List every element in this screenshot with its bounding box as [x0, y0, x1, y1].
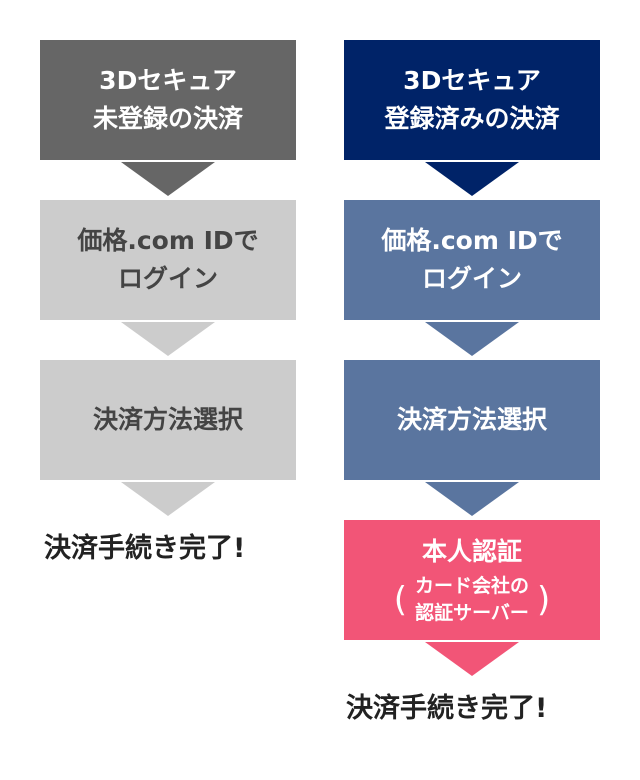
- right-login-line1: 価格.com IDで: [381, 226, 563, 255]
- left-arrow-1: [121, 162, 215, 196]
- right-arrow-1: [425, 162, 519, 196]
- right-auth-sub-line1: カード会社の: [414, 575, 529, 597]
- right-header-line1: 3Dセキュア: [403, 66, 541, 95]
- left-header-line2: 未登録の決済: [92, 104, 243, 133]
- right-auth-box: 本人認証 ( カード会社の 認証サーバー ): [344, 520, 600, 640]
- right-login-line2: ログイン: [421, 264, 522, 293]
- left-complete-text: 決済手続き完了!: [44, 533, 246, 564]
- right-method-label: 決済方法選択: [396, 405, 547, 434]
- right-arrow-2: [425, 322, 519, 356]
- right-auth-title: 本人認証: [421, 537, 522, 566]
- left-login-line2: ログイン: [117, 264, 218, 293]
- left-method-label: 決済方法選択: [92, 405, 243, 434]
- right-login-box: 価格.com IDで ログイン: [344, 200, 600, 320]
- right-auth-subtext: ( カード会社の 認証サーバー ): [386, 573, 559, 627]
- left-arrow-2: [121, 322, 215, 356]
- left-login-line1: 価格.com IDで: [77, 226, 259, 255]
- right-arrow-3: [425, 482, 519, 516]
- right-header-line2: 登録済みの決済: [384, 104, 560, 133]
- right-header-box: 3Dセキュア 登録済みの決済: [344, 40, 600, 160]
- right-method-box: 決済方法選択: [344, 360, 600, 480]
- paren-open: (: [393, 580, 407, 620]
- paren-close: ): [537, 580, 551, 620]
- left-method-box: 決済方法選択: [40, 360, 296, 480]
- right-auth-sub-line2: 認証サーバー: [415, 602, 529, 624]
- left-header-box: 3Dセキュア 未登録の決済: [40, 40, 296, 160]
- left-header-line1: 3Dセキュア: [99, 66, 237, 95]
- left-login-box: 価格.com IDで ログイン: [40, 200, 296, 320]
- right-complete-text: 決済手続き完了!: [346, 693, 548, 724]
- left-arrow-3: [121, 482, 215, 516]
- right-arrow-4: [425, 642, 519, 676]
